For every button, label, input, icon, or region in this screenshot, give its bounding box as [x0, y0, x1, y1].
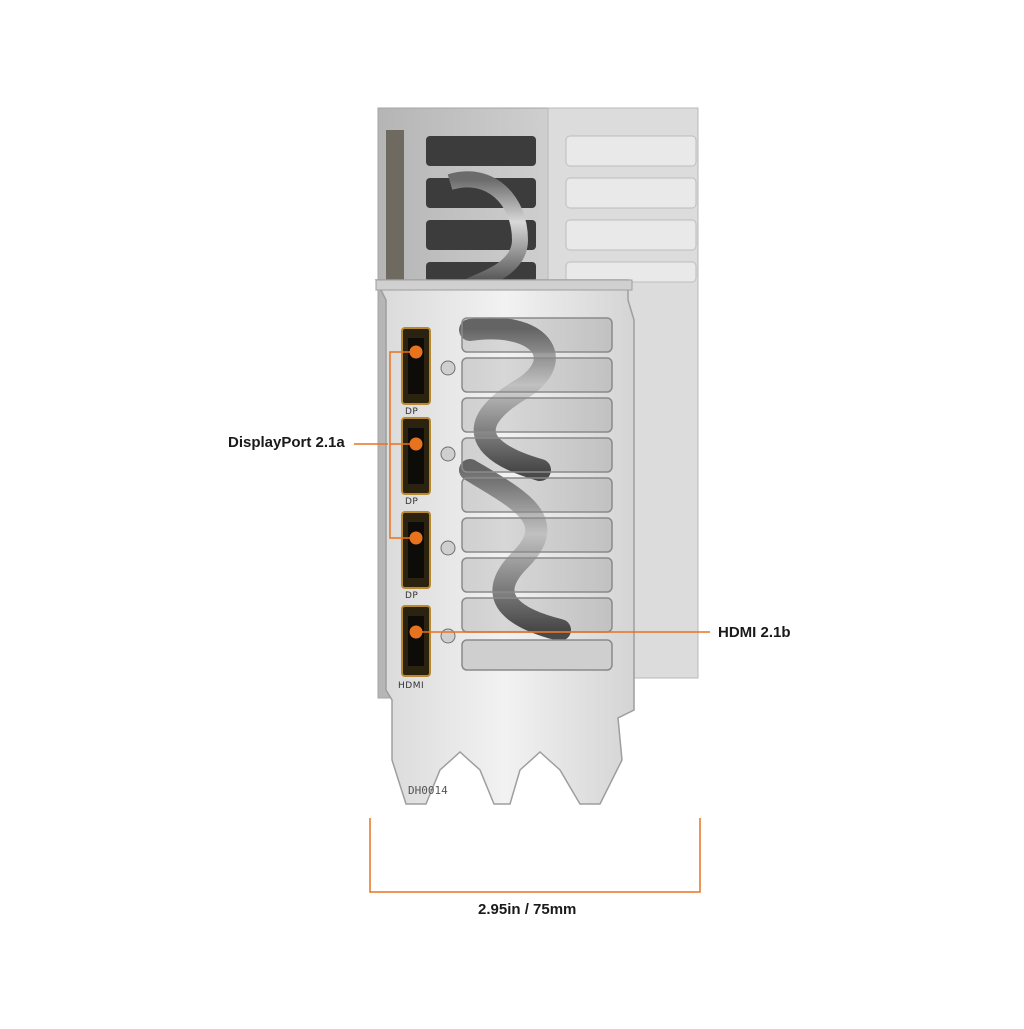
- displayport-callout-dots: [409, 345, 423, 545]
- port-marking-hdmi: HDMI: [398, 681, 424, 691]
- port-marking-dp-2: DP: [405, 497, 418, 507]
- heatpipes: [459, 317, 571, 641]
- io-bracket: [374, 279, 635, 805]
- port-marking-dp-3: DP: [405, 591, 418, 601]
- bracket-stamp: DH0014: [408, 784, 448, 797]
- hdmi-label: HDMI 2.1b: [718, 624, 791, 641]
- hdmi-callout-leader: [409, 625, 710, 639]
- displayport-label: DisplayPort 2.1a: [228, 434, 345, 451]
- port-dp-3: DP: [401, 511, 431, 601]
- width-dimension-line: [369, 818, 701, 893]
- port-dp-1: DP: [401, 327, 431, 417]
- width-dimension-label: 2.95in / 75mm: [478, 901, 577, 918]
- bracket-vents: [461, 317, 613, 671]
- port-dp-2: DP: [401, 417, 431, 507]
- port-marking-dp-1: DP: [405, 407, 418, 417]
- port-hdmi: HDMI: [398, 605, 431, 691]
